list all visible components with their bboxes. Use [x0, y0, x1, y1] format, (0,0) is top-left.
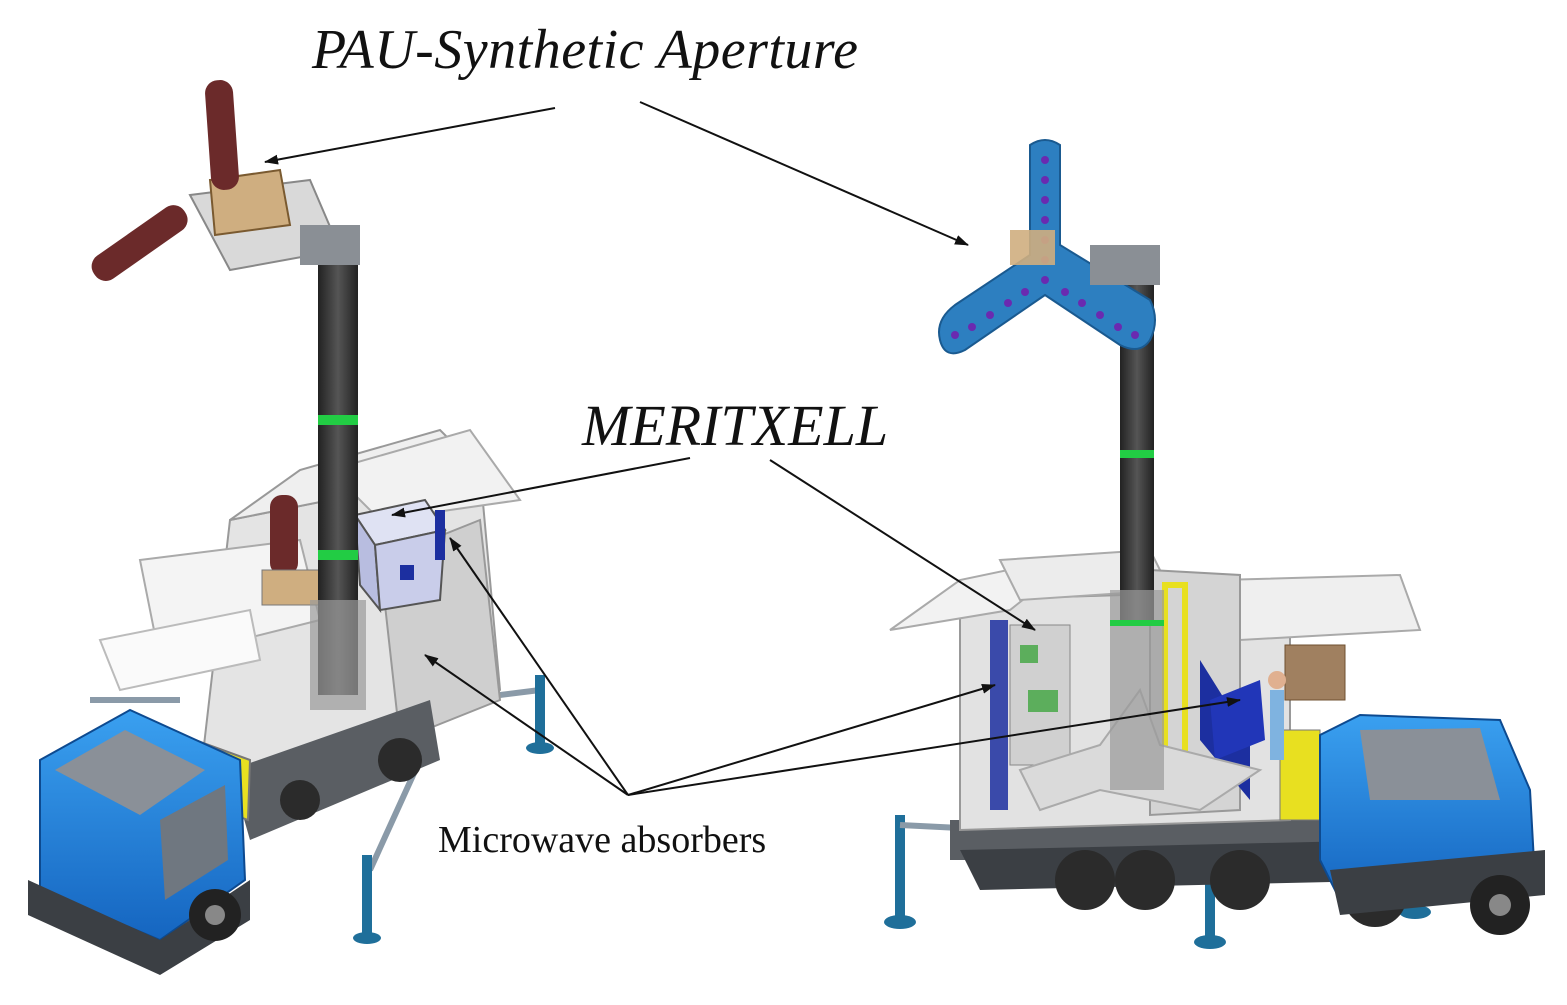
- arrow-absorber-3: [627, 683, 996, 796]
- arrow-pau-right: [639, 101, 969, 246]
- arrow-absorber-2: [424, 654, 629, 796]
- label-pau-synthetic-aperture: PAU-Synthetic Aperture: [312, 19, 859, 81]
- right-y-antenna: [938, 139, 1160, 355]
- left-meritxell-box: [353, 498, 447, 614]
- left-vehicle: [28, 80, 554, 975]
- left-stabilizer-feet: [353, 675, 554, 944]
- label-microwave-absorbers: Microwave absorbers: [438, 819, 767, 861]
- arrow-absorber-4: [627, 697, 1241, 796]
- arrow-pau-left: [264, 107, 556, 165]
- arrow-meritxell-right: [769, 459, 1036, 631]
- left-antenna-head: [91, 80, 360, 281]
- label-meritxell: MERITXELL: [582, 393, 889, 458]
- arrow-absorber-1: [449, 537, 629, 796]
- left-mast: [310, 245, 366, 710]
- left-truck-cab: [28, 708, 250, 975]
- pointer-arrows: [264, 101, 1241, 796]
- right-vehicle: [884, 139, 1545, 949]
- right-truck-cab: [1319, 713, 1545, 935]
- right-chassis: [950, 820, 1420, 927]
- arrow-meritxell-left: [391, 457, 691, 518]
- left-stowed-antenna: [270, 495, 298, 575]
